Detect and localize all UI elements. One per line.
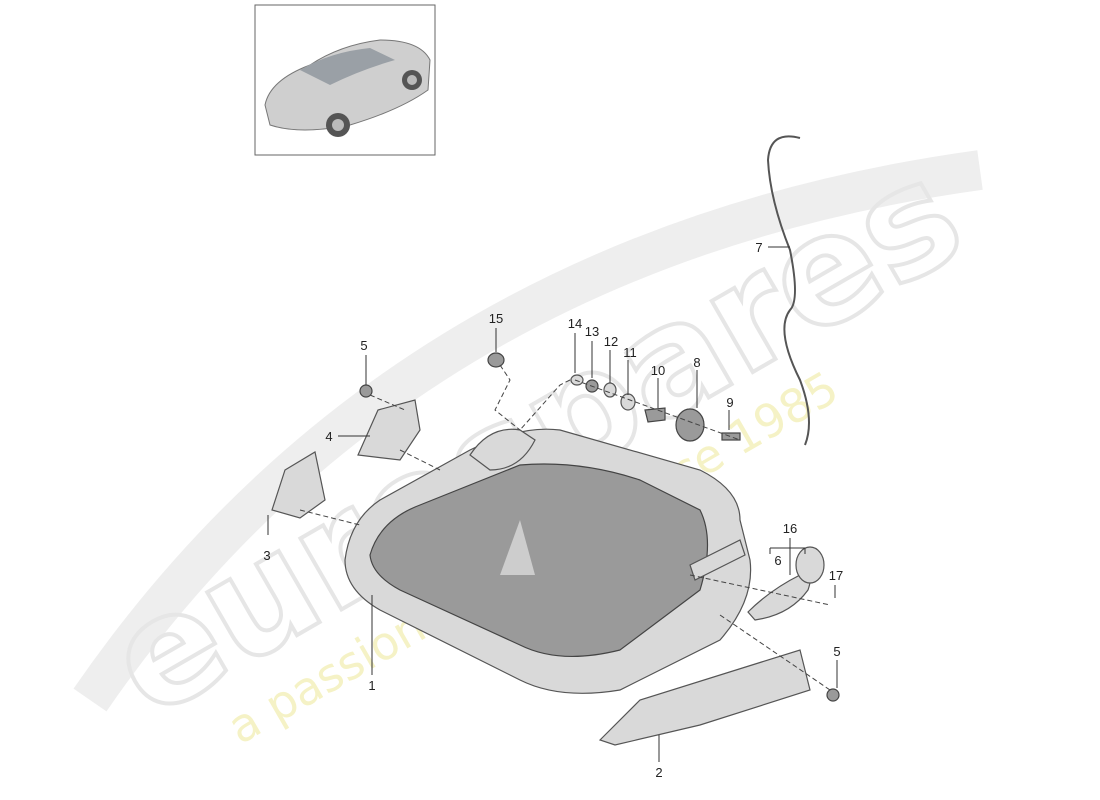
bracket-4 (357, 399, 421, 461)
screw-5-bottom (826, 688, 840, 702)
callouts: 1 2 3 4 5 5 6 7 8 9 10 11 12 13 14 15 16… (263, 240, 843, 780)
callout-10: 10 (651, 363, 665, 378)
callout-6: 6 (774, 553, 781, 568)
bracket-2 (598, 649, 811, 746)
callout-11: 11 (623, 345, 637, 360)
callout-9: 9 (726, 395, 733, 410)
callout-13: 13 (585, 324, 599, 339)
cable-7 (766, 135, 810, 446)
callout-12: 12 (604, 334, 618, 349)
callout-7: 7 (755, 240, 762, 255)
bracket-3 (271, 451, 326, 519)
callout-5-top: 5 (360, 338, 367, 353)
callout-14: 14 (568, 316, 582, 331)
callout-16: 16 (783, 521, 797, 536)
car-thumbnail-icon (264, 39, 431, 137)
callout-4: 4 (325, 429, 332, 444)
leader-lines (267, 246, 838, 762)
callout-17: 17 (829, 568, 843, 583)
seat-frame (344, 428, 752, 694)
callout-5-bottom: 5 (833, 644, 840, 659)
cap-16 (795, 546, 825, 584)
trim-cover-6 (747, 573, 811, 621)
callout-1: 1 (368, 678, 375, 693)
callout-8: 8 (693, 355, 700, 370)
callout-3: 3 (263, 548, 270, 563)
callout-2: 2 (655, 765, 662, 780)
car-thumbnail (254, 4, 436, 156)
adjuster-parts (487, 352, 741, 442)
assembly-guides (299, 364, 831, 691)
callout-15: 15 (489, 311, 503, 326)
